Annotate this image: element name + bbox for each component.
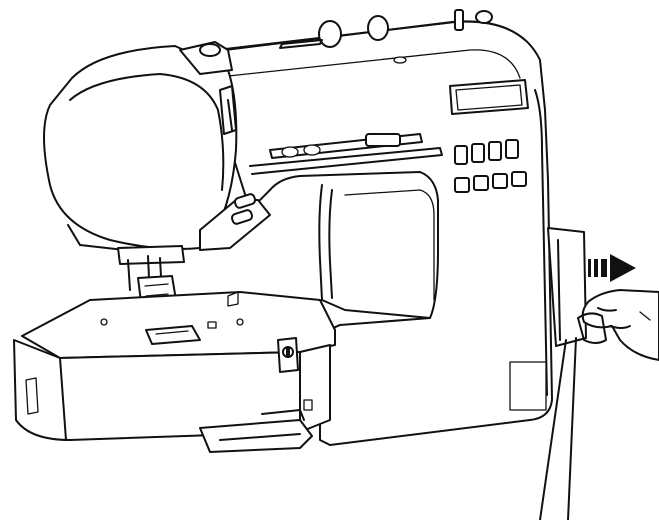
accessory-box (13, 291, 336, 441)
button-panel (454, 139, 527, 193)
extension-base (199, 409, 313, 453)
machine-body (199, 20, 553, 446)
side-panel (509, 227, 587, 411)
power-cords (539, 337, 577, 520)
hand-icon (577, 289, 659, 361)
arrow-right-icon (588, 254, 636, 282)
front-button-strip (249, 133, 443, 175)
machine-head (43, 41, 271, 256)
lcd-display (449, 79, 529, 115)
spool-pins (279, 9, 493, 64)
power-switch-icon (277, 337, 313, 411)
